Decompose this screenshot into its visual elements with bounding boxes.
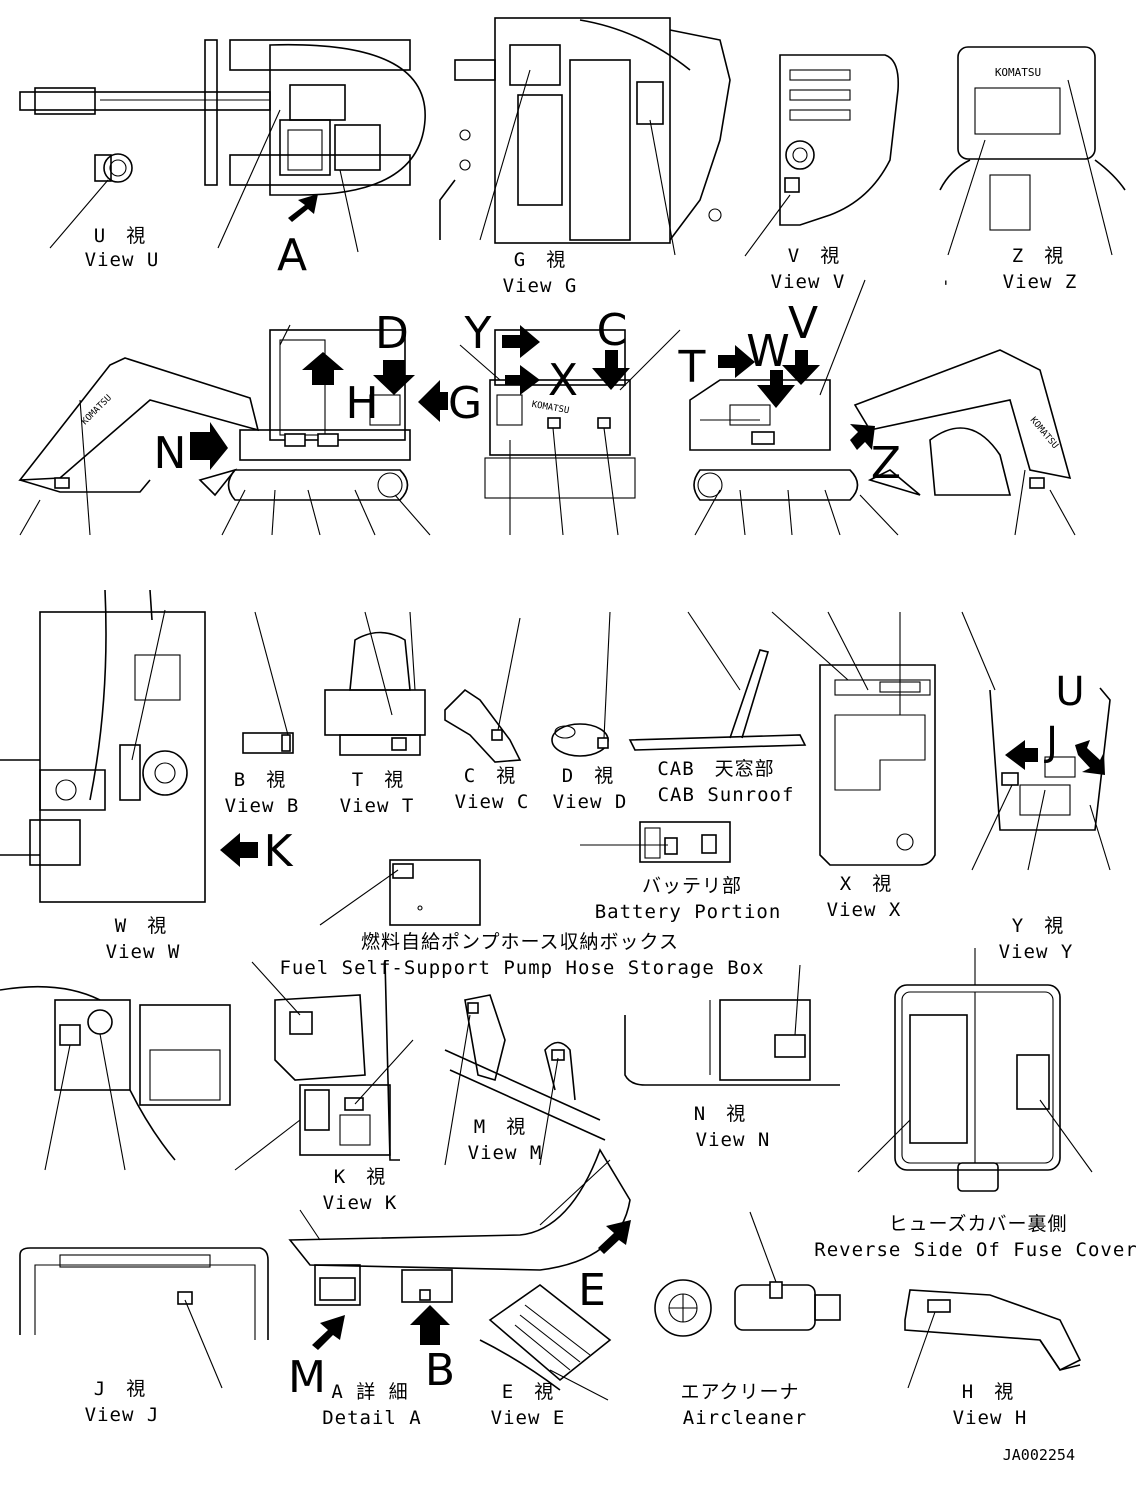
view-g-drawing	[439, 17, 731, 256]
letter-z: Z	[871, 438, 901, 489]
view-m-jp: M 視	[474, 1116, 526, 1138]
view-g-en: View G	[503, 275, 578, 297]
view-e-drawing	[479, 1284, 612, 1401]
letter-w: W	[746, 326, 790, 377]
view-d-jp: D 視	[562, 765, 614, 787]
cab-sunroof-en: CAB Sunroof	[658, 784, 795, 806]
machine-right-view: KOMATSU	[689, 279, 1076, 536]
fuse-cover-drawing	[857, 948, 1093, 1192]
view-m-en: View M	[468, 1142, 543, 1164]
view-h-drawing	[904, 1289, 1082, 1389]
view-v-jp: V 視	[788, 245, 840, 267]
fuse-cover-en: Reverse Side Of Fuse Cover	[814, 1239, 1137, 1261]
cab-sunroof-jp: CAB 天窓部	[657, 758, 774, 780]
view-k-jp: K 視	[334, 1166, 386, 1188]
view-t-jp: T 視	[352, 769, 404, 791]
view-w-en: View W	[106, 941, 181, 963]
view-z-en: View Z	[1003, 271, 1078, 293]
view-t-en: View T	[340, 795, 415, 817]
letter-t: T	[678, 342, 706, 393]
view-b-en: View B	[225, 795, 300, 817]
cab-sunroof-drawing	[628, 611, 807, 751]
fuel-box-drawing	[319, 859, 481, 926]
letter-g: G	[448, 378, 482, 429]
letter-y: Y	[464, 308, 492, 359]
view-w-drawing	[0, 589, 258, 903]
view-b-drawing	[242, 611, 294, 754]
letter-u: U	[1055, 669, 1084, 715]
view-y-drawing	[961, 611, 1111, 871]
fuel-box-jp: 燃料自給ポンプホース収納ボックス	[361, 931, 679, 953]
view-k-left-drawing	[0, 985, 301, 1171]
view-x-en: View X	[827, 899, 902, 921]
view-d-en: View D	[553, 791, 628, 813]
tick-mark: '	[941, 277, 951, 296]
view-k-drawing	[251, 959, 414, 1161]
view-n-en: View N	[696, 1129, 771, 1151]
view-j-en: View J	[85, 1404, 160, 1426]
view-c-jp: C 視	[464, 765, 516, 787]
aircleaner-jp: エアクリーナ	[680, 1381, 799, 1403]
komatsu-boom-left: KOMATSU	[80, 393, 114, 427]
letter-h: H	[345, 378, 378, 429]
view-m-drawing	[444, 994, 606, 1166]
view-b-jp: B 視	[234, 769, 286, 791]
view-w-jp: W 視	[115, 915, 167, 937]
letter-j: J	[1043, 719, 1058, 765]
battery-portion-drawing	[580, 821, 731, 863]
letter-c: C	[597, 305, 628, 356]
view-u-drawing	[19, 39, 426, 253]
view-x-drawing	[771, 611, 936, 866]
view-h-en: View H	[953, 1407, 1028, 1429]
view-u-en: View U	[85, 249, 160, 271]
view-e-en: View E	[491, 1407, 566, 1429]
letter-n: N	[154, 428, 187, 479]
detail-a-en: Detail A	[322, 1407, 422, 1429]
view-g-jp: G 視	[514, 249, 566, 271]
view-e-jp: E 視	[502, 1381, 554, 1403]
letter-e: E	[578, 1265, 606, 1316]
letter-m: M	[288, 1352, 326, 1403]
view-h-jp: H 視	[962, 1381, 1014, 1403]
view-z-drawing: KOMATSU	[939, 46, 1126, 256]
view-d-drawing	[551, 611, 611, 757]
view-x-jp: X 視	[840, 873, 892, 895]
view-y-en: View Y	[999, 941, 1074, 963]
view-c-drawing	[444, 617, 522, 763]
view-n-drawing	[624, 964, 840, 1086]
aircleaner-drawing	[654, 1211, 841, 1337]
fuse-cover-jp: ヒューズカバー裏側	[888, 1213, 1067, 1235]
view-u-jp: U 視	[94, 225, 146, 247]
view-c-en: View C	[455, 791, 530, 813]
view-j-drawing	[19, 1247, 269, 1389]
letter-x: X	[548, 355, 578, 406]
view-z-jp: Z 視	[1012, 245, 1064, 267]
view-t-drawing	[324, 611, 426, 756]
view-k-en: View K	[323, 1192, 398, 1214]
battery-portion-jp: バッテリ部	[642, 875, 742, 897]
machine-rear-view: KOMATSU	[459, 325, 681, 536]
detail-a-drawing	[288, 1148, 631, 1350]
drawing-number: JA002254	[1003, 1446, 1075, 1464]
view-j-jp: J 視	[94, 1378, 146, 1400]
letter-a: A	[277, 230, 307, 281]
aircleaner-en: Aircleaner	[683, 1407, 807, 1429]
letter-b: B	[425, 1345, 455, 1396]
view-v-drawing	[744, 54, 900, 257]
detail-a-jp: A 詳 細	[331, 1381, 408, 1403]
letter-d: D	[375, 308, 409, 359]
komatsu-logo: KOMATSU	[995, 66, 1041, 79]
letter-k: K	[264, 826, 294, 877]
letter-v: V	[788, 298, 818, 349]
view-n-jp: N 視	[694, 1103, 746, 1125]
view-v-en: View V	[771, 271, 846, 293]
fuel-box-en: Fuel Self-Support Pump Hose Storage Box	[279, 957, 764, 979]
view-y-jp: Y 視	[1012, 915, 1064, 937]
battery-portion-en: Battery Portion	[595, 901, 782, 923]
